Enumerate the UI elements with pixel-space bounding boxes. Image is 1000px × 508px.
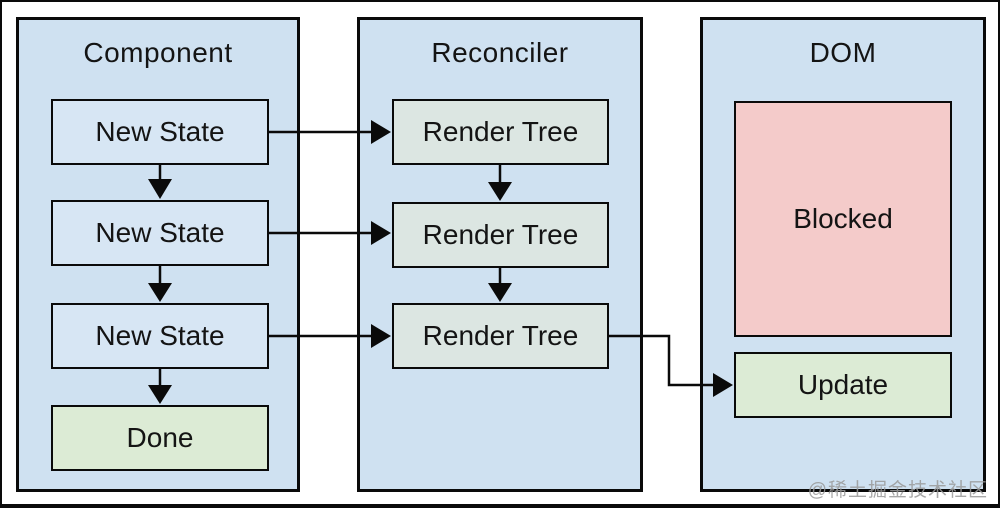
box-blocked-label: Blocked	[793, 203, 893, 234]
box-blocked: Blocked	[734, 101, 952, 337]
column-reconciler-title: Reconciler	[431, 37, 569, 68]
box-render-tree-3: Render Tree	[392, 303, 609, 369]
box-new-state-1: New State	[51, 99, 269, 165]
box-update-label: Update	[797, 369, 889, 400]
column-dom: DOM Blocked Update	[700, 17, 986, 492]
column-dom-title: DOM	[809, 37, 877, 68]
box-render-tree-1: Render Tree	[392, 99, 609, 165]
column-component-title: Component	[83, 37, 233, 68]
box-new-state-3-label: New State	[95, 320, 225, 351]
box-new-state-3: New State	[51, 303, 269, 369]
box-render-tree-3-label: Render Tree	[422, 320, 579, 351]
box-done: Done	[51, 405, 269, 471]
column-reconciler: Reconciler Render Tree Render Tree Rende…	[357, 17, 643, 492]
box-done-label: Done	[126, 422, 194, 453]
box-render-tree-1-label: Render Tree	[422, 116, 579, 147]
watermark: @稀土掘金技术社区	[807, 480, 988, 501]
box-new-state-2-label: New State	[95, 217, 225, 248]
box-render-tree-2: Render Tree	[392, 202, 609, 268]
column-component: Component New State New State New State …	[16, 17, 300, 492]
box-new-state-2: New State	[51, 200, 269, 266]
box-render-tree-2-label: Render Tree	[422, 219, 579, 250]
box-update: Update	[734, 352, 952, 418]
box-new-state-1-label: New State	[95, 116, 225, 147]
